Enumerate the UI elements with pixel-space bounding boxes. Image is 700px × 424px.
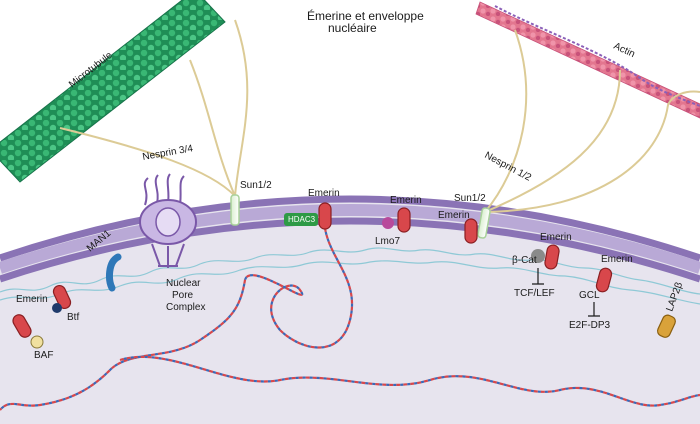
- emerin-bcat-protein: [544, 244, 560, 270]
- bcat-label: β-Cat: [512, 255, 537, 266]
- title-line2: nucléaire: [328, 21, 377, 35]
- emerin-gcl-protein: [595, 267, 613, 293]
- title-line1: Émerine et enveloppe: [307, 8, 424, 23]
- emerin-btf-protein: [52, 284, 72, 310]
- nesprin12-label: Nesprin 1/2: [483, 150, 534, 184]
- emerin-baf-label: Emerin: [16, 294, 48, 305]
- emerin-right-protein: [464, 218, 478, 244]
- nucleoplasm: [0, 199, 700, 424]
- lmo7-protein: [382, 217, 394, 229]
- outer-nuclear-membrane: [0, 195, 700, 262]
- sun12-left: [230, 194, 240, 226]
- lmo7-label: Lmo7: [375, 236, 400, 247]
- nuclear-pore-complex: [139, 173, 197, 268]
- microtubule: [0, 0, 226, 183]
- emerin-hdac3-protein: [318, 202, 332, 230]
- emerin-mid-label: Emerin: [390, 195, 422, 206]
- gcl-inhibition: [588, 302, 600, 317]
- npc-label-line1: Nuclear: [166, 278, 201, 289]
- emerin-right-label: Emerin: [438, 210, 470, 221]
- emerin-top-label: Emerin: [308, 188, 340, 199]
- nesprin-filaments: [59, 19, 700, 213]
- inner-nuclear-membrane: [0, 217, 700, 283]
- gcl-label: GCL: [579, 290, 600, 301]
- chromatin-dna: [0, 227, 700, 411]
- btf-label: Btf: [67, 312, 79, 323]
- e2f-label: E2F-DP3: [569, 320, 611, 331]
- man1-protein: [106, 253, 122, 292]
- hdac3-protein: [284, 213, 318, 226]
- btf-protein: [52, 303, 62, 313]
- emerin-baf-protein: [12, 314, 32, 338]
- baf-protein: [30, 335, 44, 349]
- bcat-inhibition: [532, 268, 544, 285]
- sun12-right: [477, 207, 491, 239]
- lap2b-protein: [656, 314, 676, 338]
- baf-label: BAF: [34, 350, 53, 361]
- actin-filament: [475, 1, 700, 119]
- beta-catenin-protein: [531, 249, 545, 263]
- hdac3-label: HDAC3: [288, 215, 316, 224]
- perinuclear-space: [0, 204, 700, 274]
- tcflef-label: TCF/LEF: [514, 288, 555, 299]
- emerin-bcat-label: Emerin: [540, 232, 572, 243]
- npc-label-line2: Pore: [172, 290, 194, 301]
- sun12-left-label: Sun1/2: [240, 180, 272, 191]
- npc-label-line3: Complex: [166, 302, 205, 313]
- nuclear-lamina: [0, 247, 700, 295]
- emerin-lmo7-protein: [397, 207, 411, 233]
- actin-label: Actin: [612, 41, 637, 60]
- sun12-right-label: Sun1/2: [454, 193, 486, 204]
- emerin-gcl-label: Emerin: [601, 254, 633, 265]
